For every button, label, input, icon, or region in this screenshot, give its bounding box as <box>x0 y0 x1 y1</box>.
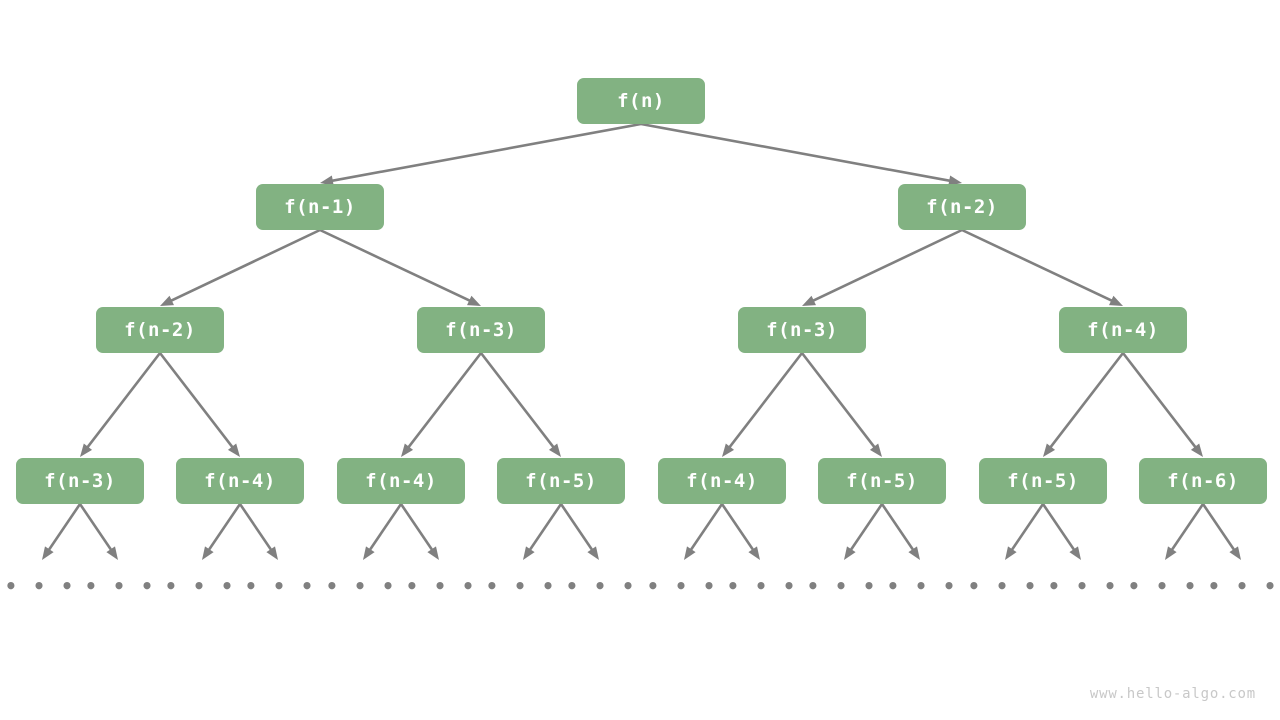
tree-node-label: f(n-2) <box>926 196 998 218</box>
tree-node: f(n-5) <box>979 458 1107 504</box>
tree-edge <box>961 228 1123 306</box>
tree-edge-stub <box>1041 503 1081 560</box>
ellipsis-marker: • • • <box>646 574 718 598</box>
tree-node-label: f(n-6) <box>1167 470 1239 492</box>
tree-node-label: f(n-3) <box>44 470 116 492</box>
tree-edge-stub <box>1005 503 1045 560</box>
tree-edge <box>802 228 963 306</box>
tree-node-label: f(n-5) <box>846 470 918 492</box>
tree-node: f(n-2) <box>898 184 1026 230</box>
tree-node: f(n-4) <box>1059 307 1187 353</box>
tree-edge <box>158 352 240 457</box>
tree-node: f(n-3) <box>417 307 545 353</box>
ellipsis-marker: • • • <box>164 574 236 598</box>
tree-node: f(n) <box>577 78 705 124</box>
ellipsis-marker: • • • <box>726 574 798 598</box>
ellipsis-marker: • • • <box>244 574 316 598</box>
tree-edge <box>160 228 321 306</box>
ellipsis-marker: • • • <box>4 574 76 598</box>
tree-edge-stub <box>363 503 403 560</box>
ellipsis-marker: • • • <box>325 574 397 598</box>
watermark: www.hello-algo.com <box>1089 686 1256 702</box>
tree-node-label: f(n-3) <box>766 319 838 341</box>
ellipsis-marker: • • • <box>967 574 1039 598</box>
tree-edge <box>80 352 162 457</box>
tree-edge-stub <box>78 503 118 560</box>
tree-edge-stub <box>202 503 242 560</box>
tree-edge <box>1043 352 1125 457</box>
tree-edge-stub <box>399 503 439 560</box>
tree-node: f(n-5) <box>497 458 625 504</box>
ellipsis-marker: • • • <box>1047 574 1119 598</box>
ellipsis-marker: • • • <box>806 574 878 598</box>
tree-node-label: f(n-4) <box>365 470 437 492</box>
ellipsis-marker: • • • <box>485 574 557 598</box>
ellipsis-marker: • • • <box>405 574 477 598</box>
tree-node: f(n-3) <box>16 458 144 504</box>
tree-edge <box>640 122 962 186</box>
tree-edge-stub <box>559 503 599 560</box>
tree-node: f(n-6) <box>1139 458 1267 504</box>
tree-node-label: f(n-3) <box>445 319 517 341</box>
tree-node-label: f(n-5) <box>525 470 597 492</box>
ellipsis-marker: • • • <box>886 574 958 598</box>
tree-node: f(n-2) <box>96 307 224 353</box>
tree-edge <box>800 352 882 457</box>
tree-edge-stub <box>684 503 724 560</box>
tree-edge-stub <box>42 503 82 560</box>
tree-node: f(n-4) <box>176 458 304 504</box>
ellipsis-marker: • • • <box>565 574 637 598</box>
tree-edge <box>722 352 804 457</box>
tree-edge-stub <box>880 503 920 560</box>
tree-node: f(n-4) <box>658 458 786 504</box>
tree-node: f(n-5) <box>818 458 946 504</box>
tree-node: f(n-1) <box>256 184 384 230</box>
tree-node-label: f(n-4) <box>686 470 758 492</box>
tree-node-label: f(n-2) <box>124 319 196 341</box>
tree-edge-stub <box>1165 503 1205 560</box>
tree-node-label: f(n) <box>617 90 665 112</box>
ellipsis-marker: • • • <box>84 574 156 598</box>
tree-edge-stub <box>238 503 278 560</box>
tree-node: f(n-3) <box>738 307 866 353</box>
ellipsis-marker: • • • <box>1127 574 1199 598</box>
tree-node: f(n-4) <box>337 458 465 504</box>
tree-node-label: f(n-4) <box>1087 319 1159 341</box>
tree-edge-stub <box>523 503 563 560</box>
ellipsis-marker: • • • <box>1207 574 1279 598</box>
tree-edge <box>1121 352 1203 457</box>
tree-edge <box>479 352 561 457</box>
tree-edge <box>401 352 483 457</box>
tree-node-label: f(n-5) <box>1007 470 1079 492</box>
tree-node-label: f(n-1) <box>284 196 356 218</box>
tree-edge <box>320 122 642 186</box>
tree-edge-stub <box>720 503 760 560</box>
tree-edge <box>319 228 481 306</box>
tree-edge-stub <box>844 503 884 560</box>
tree-edge-stub <box>1201 503 1241 560</box>
tree-node-label: f(n-4) <box>204 470 276 492</box>
